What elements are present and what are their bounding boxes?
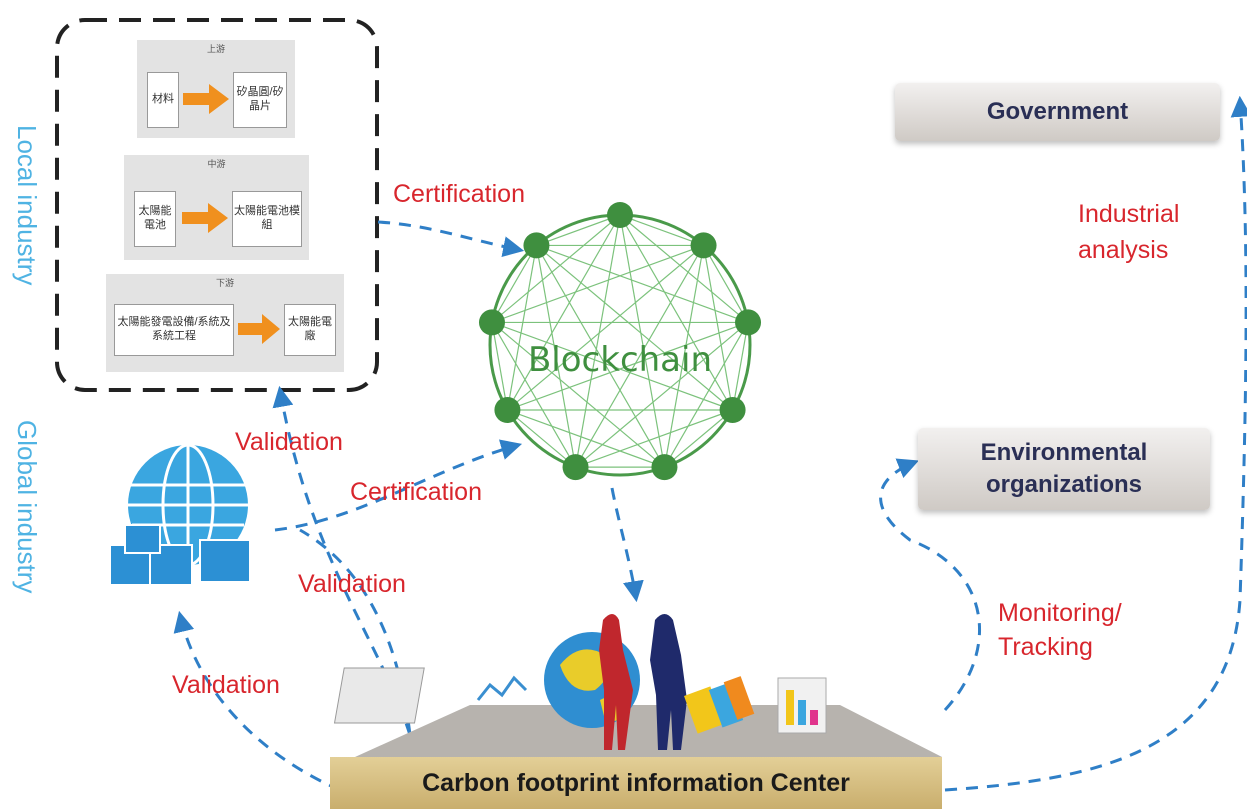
blockchain-link <box>703 245 749 323</box>
supply-stage-upstream: 上游 材料 矽晶圓/矽晶片 <box>137 40 295 138</box>
blockchain-link <box>535 245 577 468</box>
carbon-footprint-center-label: Carbon footprint information Center <box>330 757 942 809</box>
stage-from-cell: 太陽能電池 <box>134 191 176 247</box>
blockchain-link <box>507 409 665 468</box>
center-illustration <box>333 614 942 757</box>
blockchain-network <box>478 202 762 481</box>
blockchain-link <box>491 244 704 323</box>
certification-top-arrow <box>377 220 525 257</box>
blockchain-link <box>506 245 538 411</box>
blockchain-link <box>507 321 749 411</box>
global-industry-icon <box>109 443 251 586</box>
government-panel: Government <box>895 83 1220 141</box>
blockchain-link <box>619 214 734 411</box>
blockchain-link <box>663 322 749 468</box>
validation-lower-label: Validation <box>172 671 280 699</box>
blockchain-link <box>536 244 749 323</box>
blockchain-node <box>562 454 589 481</box>
blockchain-link <box>575 245 705 468</box>
supply-stage-downstream: 下游 太陽能發電設備/系統及系統工程 太陽能電廠 <box>106 274 344 372</box>
blockchain-node <box>651 454 678 481</box>
validation-middle-label: Validation <box>298 570 406 598</box>
local-industry-frame <box>55 18 379 392</box>
monitoring-arrow <box>879 458 981 712</box>
blockchain-link <box>619 214 749 323</box>
validation-lower-arrow <box>173 610 341 792</box>
orange-arrow-icon <box>182 203 228 233</box>
blockchain-link <box>575 321 749 468</box>
blockchain-link <box>491 322 509 411</box>
monitoring-tracking-label: Monitoring/ Tracking <box>998 599 1122 661</box>
industrial-analysis-label: Industrial analysis <box>1078 200 1180 264</box>
certification-mid-label: Certification <box>350 478 482 506</box>
blockchain-link <box>491 214 621 323</box>
blockchain-link <box>507 244 704 411</box>
blockchain-node <box>523 232 550 259</box>
blockchain-link <box>491 322 577 468</box>
blockchain-link <box>731 322 749 411</box>
stage-from-cell: 材料 <box>147 72 179 128</box>
blockchain-node <box>494 397 521 423</box>
blockchain-link <box>619 214 704 246</box>
stage-to-cell: 矽晶圓/矽晶片 <box>233 72 287 128</box>
certification-top-label: Certification <box>393 180 525 208</box>
certification-mid-arrow <box>274 439 523 532</box>
stage-header: 中游 <box>207 159 226 169</box>
stage-to-cell: 太陽能電廠 <box>284 304 336 356</box>
blockchain-link <box>506 214 621 411</box>
blockchain-link <box>491 321 733 411</box>
global-industry-label: Global industry <box>12 420 42 594</box>
blockchain-label: Blockchain <box>527 340 713 380</box>
blockchain-link <box>574 214 621 468</box>
blockchain-link <box>619 214 666 468</box>
blockchain-node <box>478 309 505 336</box>
validation-upper-label: Validation <box>235 428 343 456</box>
blockchain-link <box>702 245 734 411</box>
blockchain-link <box>575 409 733 468</box>
orange-arrow-icon <box>238 314 280 344</box>
stage-header: 下游 <box>215 278 234 288</box>
stage-from-cell: 太陽能發電設備/系統及系統工程 <box>114 304 234 356</box>
blockchain-link <box>536 214 621 246</box>
blockchain-node <box>690 232 717 259</box>
blockchain-to-center-arrow <box>610 487 644 603</box>
blockchain-link <box>663 245 705 468</box>
environmental-organizations-panel: Environmental organizations <box>918 428 1210 510</box>
validation-upper-arrow <box>272 385 412 736</box>
blockchain-node <box>719 397 746 423</box>
supply-stage-midstream: 中游 太陽能電池 太陽能電池模組 <box>124 155 309 260</box>
stage-to-cell: 太陽能電池模組 <box>232 191 302 247</box>
orange-arrow-icon <box>183 84 229 114</box>
blockchain-node <box>607 202 633 228</box>
blockchain-link <box>491 321 665 468</box>
blockchain-node <box>735 309 762 336</box>
blockchain-link <box>664 409 733 468</box>
stage-header: 上游 <box>206 44 225 54</box>
blockchain-link <box>507 409 576 468</box>
local-industry-label: Local industry <box>12 125 42 286</box>
blockchain-link <box>491 245 537 323</box>
blockchain-link <box>535 245 665 468</box>
blockchain-link <box>536 244 733 411</box>
